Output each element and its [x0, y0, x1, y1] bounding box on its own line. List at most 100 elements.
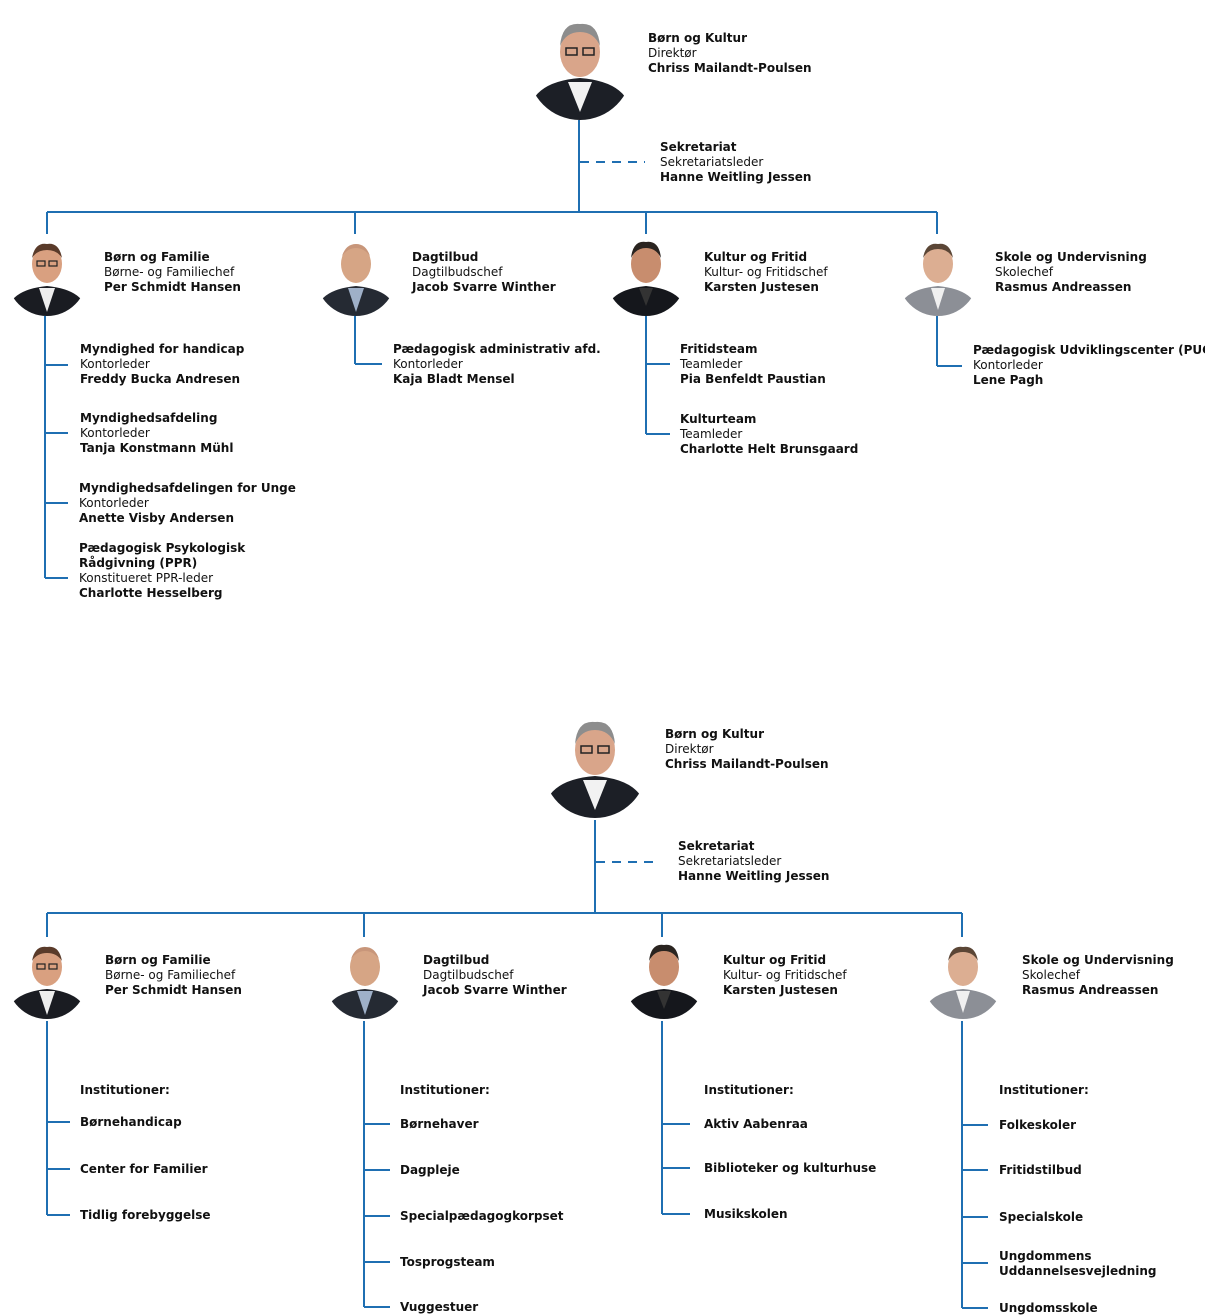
subunit-role: Kontorleder — [973, 358, 1043, 372]
secretariat-label: Sekretariat Sekretariatsleder Hanne Weit… — [678, 839, 829, 884]
dept-label-born-og-familie: Børn og Familie Børne- og Familiechef Pe… — [105, 953, 242, 998]
director-unit: Børn og Kultur — [665, 727, 764, 741]
dept-unit: Dagtilbud — [423, 953, 490, 967]
subunit-ppr: Pædagogisk Psykologisk Rådgivning (PPR) … — [79, 541, 254, 601]
dept-role: Dagtilbudschef — [412, 265, 503, 279]
dept-person: Rasmus Andreassen — [995, 280, 1132, 294]
subunit-role: Teamleder — [680, 357, 743, 371]
institution-item: Børnehandicap — [80, 1115, 182, 1129]
dept-role: Børne- og Familiechef — [104, 265, 235, 279]
subunit-name: Pædagogisk Udviklingscenter (PUC) — [973, 343, 1205, 357]
secretariat-unit: Sekretariat — [678, 839, 755, 853]
dept-photo-born-og-familie — [7, 939, 87, 1019]
institution-item: Specialpædagogkorpset — [400, 1209, 564, 1223]
institution-item: Folkeskoler — [999, 1118, 1077, 1132]
dept-person: Karsten Justesen — [704, 280, 819, 294]
dept-photo-dagtilbud — [325, 939, 405, 1019]
dept-unit: Kultur og Fritid — [704, 250, 808, 264]
dept-label-kultur-og-fritid: Kultur og Fritid Kultur- og Fritidschef … — [704, 250, 828, 295]
dept-label-kultur-og-fritid: Kultur og Fritid Kultur- og Fritidschef … — [723, 953, 847, 998]
dept-unit: Dagtilbud — [412, 250, 479, 264]
institution-item: Tidlig forebyggelse — [80, 1208, 211, 1222]
subunit-name: Myndighed for handicap — [80, 342, 245, 356]
secretariat-unit: Sekretariat — [660, 140, 737, 154]
subunit-myndighedsafdelingen-for-unge: Myndighedsafdelingen for Unge Kontorlede… — [79, 481, 296, 526]
subunit-role: Konstitueret PPR-leder — [79, 571, 214, 585]
institution-item: Ungdomsskole — [999, 1301, 1098, 1315]
subunit-name: Myndighedsafdelingen for Unge — [79, 481, 296, 495]
subunit-name: Fritidsteam — [680, 342, 758, 356]
dept-person: Rasmus Andreassen — [1022, 983, 1159, 997]
secretariat-role: Sekretariatsleder — [678, 854, 782, 868]
dept-role: Skolechef — [995, 265, 1054, 279]
dept-photo-skole-og-undervisning — [923, 939, 1003, 1019]
institution-item: Fritidstilbud — [999, 1163, 1082, 1177]
subunit-person: Freddy Bucka Andresen — [80, 372, 241, 386]
director-person: Chriss Mailandt-Poulsen — [648, 61, 812, 75]
secretariat-person: Hanne Weitling Jessen — [678, 869, 830, 883]
subunit-paedagogisk-administrativ: Pædagogisk administrativ afd. Kontorlede… — [393, 342, 601, 387]
dept-unit: Børn og Familie — [104, 250, 210, 264]
subunit-myndighedsafdeling: Myndighedsafdeling Kontorleder Tanja Kon… — [80, 411, 233, 456]
dept-label-born-og-familie: Børn og Familie Børne- og Familiechef Pe… — [104, 250, 241, 295]
dept-unit: Kultur og Fritid — [723, 953, 827, 967]
dept-role: Dagtilbudschef — [423, 968, 514, 982]
institution-item: Børnehaver — [400, 1117, 479, 1131]
institution-item: Center for Familier — [80, 1162, 208, 1176]
dept-role: Børne- og Familiechef — [105, 968, 236, 982]
institution-item: Dagpleje — [400, 1163, 460, 1177]
dept-person: Karsten Justesen — [723, 983, 838, 997]
institutions-heading: Institutioner: — [704, 1083, 794, 1097]
subunit-kulturteam: Kulturteam Teamleder Charlotte Helt Brun… — [680, 412, 858, 457]
institution-item: Specialskole — [999, 1210, 1084, 1224]
dept-unit: Børn og Familie — [105, 953, 211, 967]
subunit-myndighed-for-handicap: Myndighed for handicap Kontorleder Fredd… — [80, 342, 244, 387]
dept-label-skole-og-undervisning: Skole og Undervisning Skolechef Rasmus A… — [995, 250, 1147, 295]
subunit-name: Kulturteam — [680, 412, 757, 426]
dept-unit: Skole og Undervisning — [995, 250, 1147, 264]
institution-item: Tosprogsteam — [400, 1255, 495, 1269]
dept-role: Kultur- og Fritidschef — [723, 968, 847, 982]
dept-label-dagtilbud: Dagtilbud Dagtilbudschef Jacob Svarre Wi… — [412, 250, 556, 295]
dept-person: Per Schmidt Hansen — [105, 983, 242, 997]
subunit-role: Kontorleder — [393, 357, 463, 371]
subunit-person: Pia Benfeldt Paustian — [680, 372, 826, 386]
director-photo — [528, 12, 632, 120]
director-label: Børn og Kultur Direktør Chriss Mailandt-… — [665, 727, 829, 772]
institutions-heading: Institutioner: — [80, 1083, 170, 1097]
subunit-role: Kontorleder — [80, 426, 150, 440]
subunit-person: Kaja Bladt Mensel — [393, 372, 515, 386]
subunit-person: Anette Visby Andersen — [79, 511, 234, 525]
subunit-person: Lene Pagh — [973, 373, 1044, 387]
director-person: Chriss Mailandt-Poulsen — [665, 757, 829, 771]
secretariat-person: Hanne Weitling Jessen — [660, 170, 812, 184]
director-role: Direktør — [665, 742, 714, 756]
dept-label-dagtilbud: Dagtilbud Dagtilbudschef Jacob Svarre Wi… — [423, 953, 567, 998]
dept-unit: Skole og Undervisning — [1022, 953, 1174, 967]
subunit-fritidsteam: Fritidsteam Teamleder Pia Benfeldt Paust… — [680, 342, 826, 387]
institutions-heading: Institutioner: — [400, 1083, 490, 1097]
institution-item: Musikskolen — [704, 1207, 788, 1221]
subunit-role: Kontorleder — [80, 357, 150, 371]
subunit-role: Kontorleder — [79, 496, 149, 510]
institution-item: Aktiv Aabenraa — [704, 1117, 808, 1131]
director-label: Børn og Kultur Direktør Chriss Mailandt-… — [648, 31, 812, 76]
subunit-person: Charlotte Hesselberg — [79, 586, 223, 600]
dept-photo-dagtilbud — [316, 236, 396, 316]
institution-item: Ungdommens Uddannelsesvejledning — [999, 1249, 1157, 1278]
institutions-heading: Institutioner: — [999, 1083, 1089, 1097]
dept-role: Kultur- og Fritidschef — [704, 265, 828, 279]
director-role: Direktør — [648, 46, 697, 60]
dept-photo-kultur-og-fritid — [624, 939, 704, 1019]
secretariat-role: Sekretariatsleder — [660, 155, 764, 169]
secretariat-label: Sekretariat Sekretariatsleder Hanne Weit… — [660, 140, 811, 185]
subunit-name: Pædagogisk administrativ afd. — [393, 342, 601, 356]
dept-photo-born-og-familie — [7, 236, 87, 316]
subunit-person: Tanja Konstmann Mühl — [80, 441, 234, 455]
dept-person: Jacob Svarre Winther — [423, 983, 567, 997]
subunit-name: Myndighedsafdeling — [80, 411, 218, 425]
institution-item: Vuggestuer — [400, 1300, 479, 1314]
subunit-puc: Pædagogisk Udviklingscenter (PUC) Kontor… — [973, 343, 1205, 388]
dept-person: Per Schmidt Hansen — [104, 280, 241, 294]
